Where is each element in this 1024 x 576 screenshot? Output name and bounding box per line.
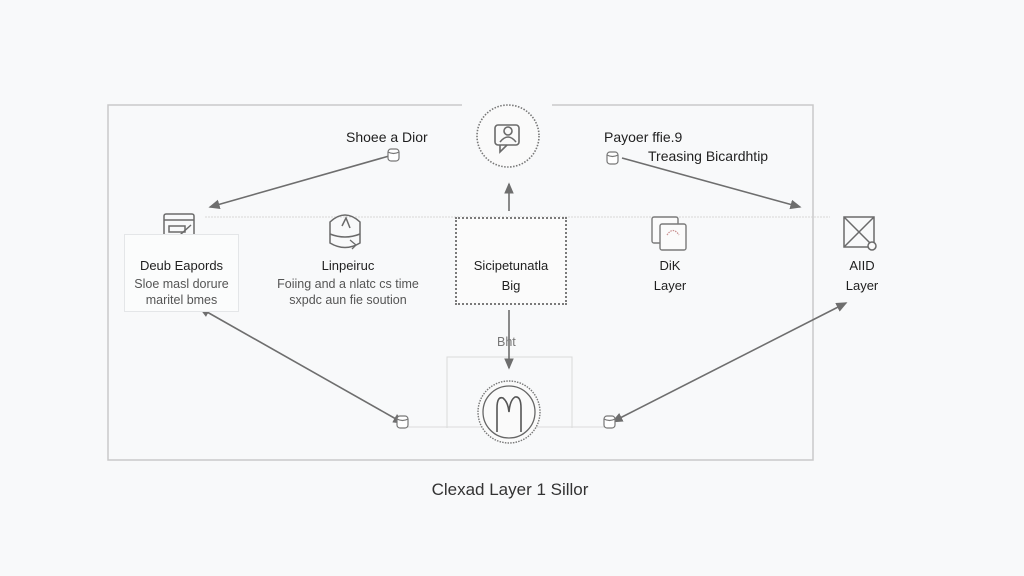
- annotation-top-left: Shoee a Dior: [346, 129, 428, 145]
- node-title-line-2: Layer: [653, 278, 687, 293]
- connector-top-left: [208, 155, 390, 209]
- node-title: Deub Eapords: [139, 258, 224, 273]
- monitor-m-icon: [496, 396, 522, 432]
- annotation-bottom-center: Bht: [497, 335, 516, 349]
- database-icon-top-right: [606, 151, 619, 165]
- node-title: DiK: [659, 258, 681, 273]
- node-subtitle: Foiing and a nlatc cs time: [277, 277, 419, 291]
- bottom-node[interactable]: [477, 380, 541, 444]
- node-subtitle: Sloe masl dorure: [134, 277, 229, 291]
- connector-bottom-left: [198, 307, 405, 424]
- database-icon-top-left: [387, 148, 400, 162]
- database-icon-bottom-right: [603, 415, 616, 429]
- outer-frame: [107, 104, 814, 461]
- top-node[interactable]: [476, 104, 540, 168]
- node-title: AIID: [849, 258, 875, 273]
- node-dik-layer[interactable]: DiK Layer: [630, 256, 710, 296]
- node-subtitle: sxpdc aun fie soution: [289, 293, 407, 307]
- layers-icon: [651, 216, 687, 251]
- node-title-line-2: Big: [501, 278, 521, 293]
- crossed-box-icon: [843, 216, 877, 251]
- annotation-top-right-a: Payoer ffie.9: [604, 129, 683, 145]
- connector-bottom-right: [611, 302, 848, 423]
- diagram-caption: Clexad Layer 1 Sillor: [431, 480, 589, 499]
- node-card-deub-eapords[interactable]: [124, 234, 239, 312]
- chat-user-icon: [494, 124, 520, 154]
- node-deub-eapords[interactable]: Deub Eapords Sloe masl dorure maritel bm…: [124, 256, 239, 308]
- annotation-top-right-b: Treasing Bicardhtip: [648, 148, 769, 164]
- node-linpeiruc[interactable]: Linpeiruc Foiing and a nlatc cs time sxp…: [268, 256, 428, 308]
- database-icon-bottom-left: [396, 415, 409, 429]
- node-title: Sicipetunatla: [473, 258, 549, 273]
- node-sicipetunatla[interactable]: Sicipetunatla Big: [455, 256, 567, 296]
- connector-top-right: [621, 157, 802, 210]
- node-title-line-2: Layer: [845, 278, 879, 293]
- node-title: Linpeiruc: [321, 258, 375, 273]
- node-subtitle: maritel bmes: [145, 293, 218, 307]
- node-aiid-layer[interactable]: AIID Layer: [822, 256, 902, 296]
- cylinder-storage-icon: [329, 214, 361, 250]
- node-card-sicipetunatla[interactable]: [455, 217, 567, 305]
